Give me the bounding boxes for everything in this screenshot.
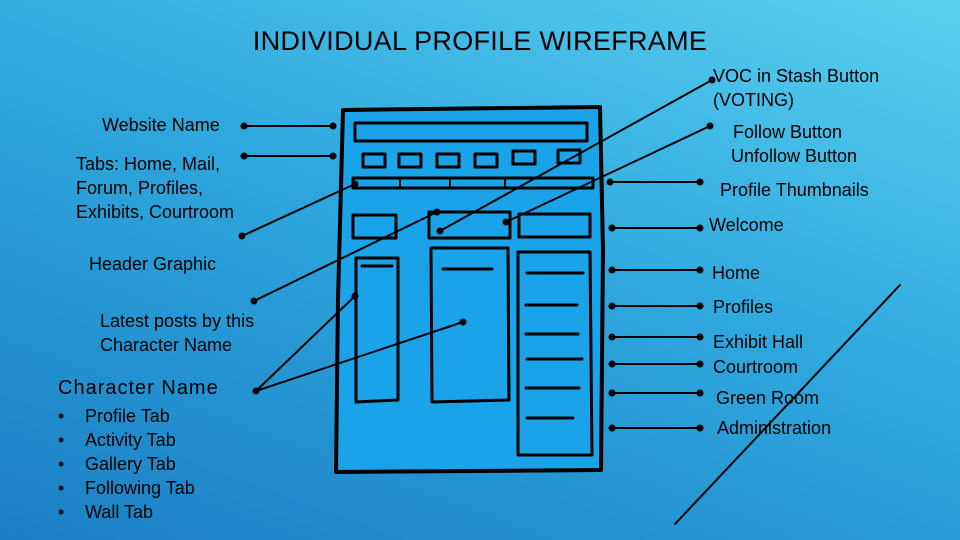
wireframe-diagram — [0, 0, 960, 540]
